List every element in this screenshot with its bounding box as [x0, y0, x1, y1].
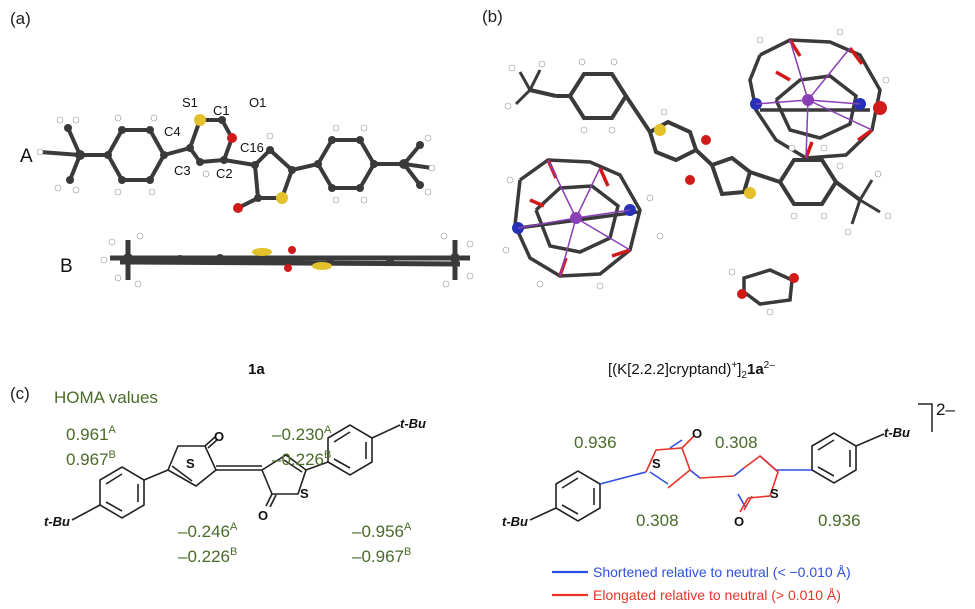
neutral-tbu-right: t-Bu — [400, 416, 426, 431]
panel-label-b: (b) — [482, 7, 503, 26]
crystal-structure-a-view-B — [100, 232, 474, 288]
compound-label-1a: 1a — [248, 361, 265, 378]
legend-shortened-label: Shortened relative to neutral (< −0.010 … — [593, 564, 851, 580]
crystal-structure-b — [502, 28, 892, 316]
homa-dianion-right-thiophene: 0.308 — [636, 511, 679, 530]
homa-left-benzene-A: 0.961A — [66, 424, 117, 444]
neutral-s-right: S — [300, 486, 309, 501]
homa-right-thiophene-A: –0.246A — [178, 521, 238, 541]
homa-right-benzene-A: –0.956A — [352, 521, 412, 541]
homa-left-thiophene-A: –0.230A — [272, 424, 332, 444]
homa-values-title: HOMA values — [54, 388, 158, 407]
panel-label-a: (a) — [10, 9, 31, 28]
dianion-homa-values: 0.936 0.308 0.308 0.936 — [574, 433, 861, 530]
homa-dianion-left-thiophene: 0.308 — [715, 433, 758, 452]
view-label-B: B — [60, 256, 73, 277]
view-label-A: A — [20, 146, 33, 167]
neutral-homa-values: 0.961A 0.967B –0.230A –0.226B –0.246A –0… — [66, 424, 412, 566]
crystal-structure-a-view-A — [36, 114, 436, 213]
homa-dianion-right-benzene: 0.936 — [818, 511, 861, 530]
dianion-charge: 2– — [936, 400, 955, 419]
panel-label-c: (c) — [10, 384, 30, 403]
legend-elongated-label: Elongated relative to neutral (> 0.010 Å… — [593, 587, 841, 603]
homa-right-thiophene-B: –0.226B — [178, 546, 237, 566]
dianion-charge-bracket: 2– — [918, 400, 955, 432]
dianion-s-left: S — [652, 456, 661, 471]
dianion-o-left: O — [692, 426, 702, 441]
dianion-o-right: O — [734, 514, 744, 529]
homa-dianion-left-benzene: 0.936 — [574, 433, 617, 452]
dianion-structure-drawing — [529, 432, 885, 522]
compound-label-dianion-salt: [(K[2.2.2]cryptand)+]21a2– — [608, 360, 775, 381]
atom-label-c2: C2 — [216, 166, 233, 181]
neutral-o-left: O — [214, 429, 224, 444]
atom-label-o1: O1 — [249, 95, 266, 110]
neutral-structure-drawing — [71, 424, 401, 521]
neutral-s-left: S — [186, 456, 195, 471]
dianion-tbu-right: t-Bu — [884, 425, 910, 440]
atom-label-c4: C4 — [164, 124, 181, 139]
homa-left-thiophene-B: –0.226B — [272, 449, 331, 469]
neutral-o-right: O — [258, 508, 268, 523]
atom-label-s1: S1 — [182, 95, 198, 110]
homa-left-benzene-B: 0.967B — [66, 449, 116, 469]
bond-change-legend: Shortened relative to neutral (< −0.010 … — [552, 564, 851, 603]
homa-right-benzene-B: –0.967B — [352, 546, 411, 566]
atom-label-c3: C3 — [174, 163, 191, 178]
neutral-tbu-left: t-Bu — [44, 514, 70, 529]
dianion-tbu-left: t-Bu — [502, 514, 528, 529]
atom-label-c16: C16 — [240, 140, 264, 155]
atom-label-c1: C1 — [213, 103, 230, 118]
dianion-s-right: S — [770, 486, 779, 501]
